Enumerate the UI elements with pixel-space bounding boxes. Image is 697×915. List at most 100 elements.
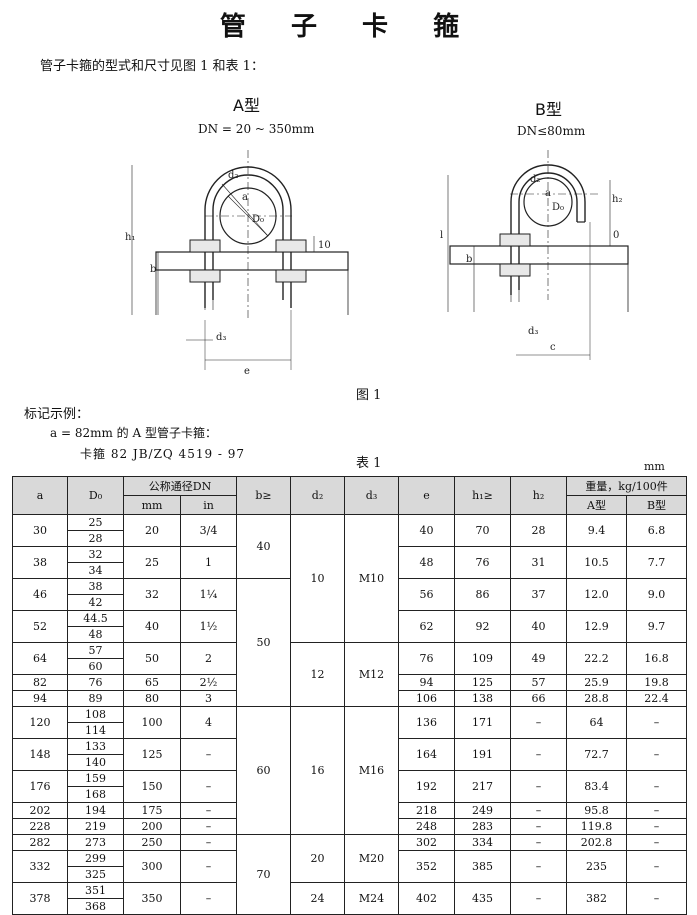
cell-b: 70	[236, 834, 292, 915]
cell-dn-in: –	[179, 770, 238, 803]
cell-e: 76	[398, 642, 456, 675]
cell-h2: 66	[510, 690, 568, 707]
col-d0: D₀	[67, 476, 124, 515]
cell-a: 282	[12, 834, 68, 851]
cell-a: 176	[12, 770, 68, 803]
cell-h2: –	[510, 706, 568, 739]
dim-d3-a: d₃	[216, 332, 226, 343]
cell-weight-a: 202.8	[566, 834, 628, 851]
cell-d0: 368	[67, 898, 124, 915]
cell-b: 50	[236, 578, 292, 707]
cell-dn-in: 3/4	[179, 514, 238, 547]
cell-weight-a: 95.8	[566, 802, 628, 819]
cell-dn-mm: 32	[123, 578, 181, 611]
col-dn: 公称通径DN	[122, 476, 238, 496]
cell-h2: 37	[510, 578, 568, 611]
marking-example-line2: 卡箍 82 JB/ZQ 4519 - 97	[80, 447, 246, 461]
type-a-label: A型	[233, 96, 260, 115]
page-title: 管 子 卡 箍	[219, 12, 478, 42]
cell-a: 94	[12, 690, 68, 707]
type-a-drawing	[131, 150, 349, 370]
col-b: b≥	[236, 476, 292, 515]
cell-dn-mm: 65	[123, 674, 181, 691]
figure-caption: 图 1	[356, 388, 382, 403]
cell-d0: 32	[67, 546, 124, 563]
cell-weight-b: 9.7	[626, 610, 688, 643]
cell-e: 94	[398, 674, 456, 691]
type-a-dn-range: DN = 20 ~ 350mm	[198, 122, 315, 136]
cell-weight-a: 22.2	[566, 642, 628, 675]
cell-weight-b: –	[626, 706, 688, 739]
cell-h1: 70	[454, 514, 512, 547]
cell-a: 52	[12, 610, 68, 643]
cell-weight-b: –	[626, 802, 688, 819]
table-caption: 表 1	[356, 456, 382, 471]
cell-h1: 138	[454, 690, 512, 707]
cell-dn-in: 2	[179, 642, 238, 675]
col-h1: h₁≥	[454, 476, 512, 515]
cell-dn-mm: 300	[123, 850, 181, 883]
intro-text: 管子卡箍的型式和尺寸见图 1 和表 1：	[40, 59, 264, 74]
dimension-table: a D₀ 公称通径DN b≥ d₂ d₃ e h₁≥ h₂ 重量，kg/100件…	[12, 476, 688, 915]
cell-d0: 28	[67, 530, 124, 547]
cell-d3: M20	[344, 834, 400, 883]
col-a: a	[12, 476, 68, 515]
cell-a: 228	[12, 818, 68, 835]
cell-weight-a: 382	[566, 882, 628, 915]
col-weight-a: A型	[566, 495, 628, 515]
cell-dn-in: 2½	[179, 674, 238, 691]
cell-a: 64	[12, 642, 68, 675]
cell-weight-a: 235	[566, 850, 628, 883]
cell-h2: 28	[510, 514, 568, 547]
cell-dn-mm: 175	[123, 802, 181, 819]
cell-weight-a: 9.4	[566, 514, 628, 547]
cell-d0: 44.5	[67, 610, 124, 627]
cell-d3: M12	[344, 642, 400, 707]
cell-d0: 25	[67, 514, 124, 531]
cell-a: 82	[12, 674, 68, 691]
table-row: 168	[13, 786, 687, 803]
marking-heading: 标记示例：	[24, 407, 90, 422]
cell-dn-in: –	[179, 850, 238, 883]
cell-d0: 168	[67, 786, 124, 803]
cell-d2: 10	[290, 514, 346, 643]
cell-a: 120	[12, 706, 68, 739]
cell-weight-a: 72.7	[566, 738, 628, 771]
cell-h2: –	[510, 818, 568, 835]
cell-a: 38	[12, 546, 68, 579]
cell-d0: 194	[67, 802, 124, 819]
cell-dn-in: 3	[179, 690, 238, 707]
cell-dn-in: 4	[179, 706, 238, 739]
cell-weight-b: 7.7	[626, 546, 688, 579]
dim-h2: h₂	[612, 194, 622, 205]
cell-e: 164	[398, 738, 456, 771]
cell-d0: 76	[67, 674, 124, 691]
cell-e: 62	[398, 610, 456, 643]
table-row: 140	[13, 754, 687, 771]
cell-d0: 219	[67, 818, 124, 835]
dim-a-a: a	[242, 192, 248, 203]
cell-a: 30	[12, 514, 68, 547]
cell-dn-in: –	[179, 802, 238, 819]
cell-h1: 191	[454, 738, 512, 771]
cell-b: 40	[236, 514, 292, 579]
cell-weight-b: 22.4	[626, 690, 688, 707]
type-b-label: B型	[535, 100, 562, 119]
col-d2: d₂	[290, 476, 346, 515]
cell-h1: 385	[454, 850, 512, 883]
cell-dn-mm: 200	[123, 818, 181, 835]
cell-d0: 42	[67, 594, 124, 611]
cell-d3: M16	[344, 706, 400, 835]
cell-h2: 40	[510, 610, 568, 643]
cell-weight-b: –	[626, 818, 688, 835]
cell-weight-b: –	[626, 882, 688, 915]
table-subheader-row: mm in A型 B型	[13, 495, 688, 515]
type-b-dn-range: DN≤80mm	[517, 124, 586, 138]
cell-d2: 12	[290, 642, 346, 707]
cell-dn-mm: 40	[123, 610, 181, 643]
cell-dn-in: 1¼	[179, 578, 238, 611]
